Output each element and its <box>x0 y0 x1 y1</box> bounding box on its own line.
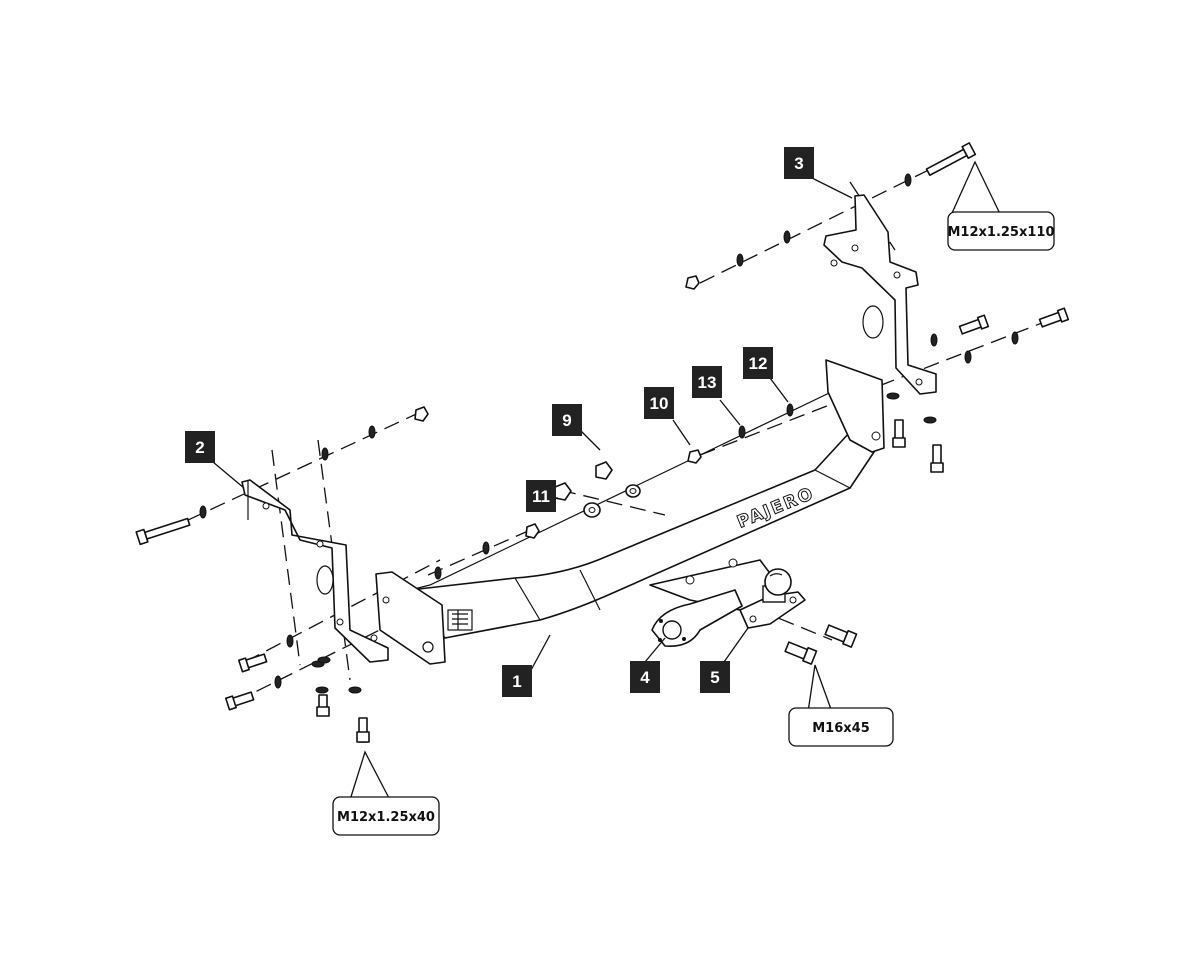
main-crossbar: PAJERO <box>375 359 885 665</box>
tag-5: 5 <box>700 661 730 693</box>
svg-text:10: 10 <box>650 394 669 413</box>
svg-text:3: 3 <box>794 154 803 173</box>
tag-13: 13 <box>692 366 722 398</box>
leader-lines <box>212 160 1004 801</box>
socket-plate <box>651 589 743 647</box>
svg-text:4: 4 <box>640 668 650 687</box>
part-9-nut <box>595 461 613 480</box>
spec-label-ball-bolt: M16x45 <box>788 707 894 747</box>
svg-text:12: 12 <box>749 354 768 373</box>
svg-text:2: 2 <box>195 438 204 457</box>
tag-10: 10 <box>644 387 674 419</box>
svg-text:13: 13 <box>698 373 717 392</box>
tag-11: 11 <box>526 480 556 512</box>
spec-label-rear-bolt: M12x1.25x110 <box>947 211 1055 251</box>
svg-text:1: 1 <box>512 672 521 691</box>
tow-ball <box>739 568 806 629</box>
tag-12: 12 <box>743 347 773 379</box>
part-10-nut <box>687 449 702 464</box>
tag-9: 9 <box>552 404 582 436</box>
svg-text:M12x1.25x110: M12x1.25x110 <box>947 225 1054 240</box>
svg-text:M16x45: M16x45 <box>812 721 870 736</box>
part-12-washer <box>786 403 794 417</box>
tag-1: 1 <box>502 665 532 697</box>
fasteners <box>135 142 1070 743</box>
tag-4: 4 <box>630 661 660 693</box>
svg-text:9: 9 <box>562 411 571 430</box>
right-side-bracket <box>823 194 937 395</box>
svg-text:11: 11 <box>532 487 550 506</box>
spec-label-front-bolt: M12x1.25x40 <box>332 796 440 836</box>
tag-3: 3 <box>784 147 814 179</box>
part-13-washer <box>738 425 746 439</box>
long-bolt-top <box>925 142 977 177</box>
svg-text:5: 5 <box>710 668 719 687</box>
tag-2: 2 <box>185 431 215 463</box>
svg-text:M12x1.25x40: M12x1.25x40 <box>337 810 435 825</box>
assembly-axes <box>144 151 1061 703</box>
left-side-bracket <box>241 479 389 663</box>
